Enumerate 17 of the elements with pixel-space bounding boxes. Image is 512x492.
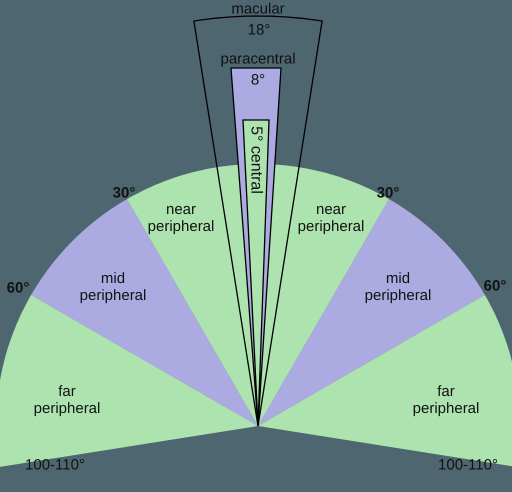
angle-label: 30° [376,184,400,202]
angle-label: 18° [248,22,270,38]
angle-label: 8° [250,72,266,88]
angle-label: 100-110° [438,456,498,474]
region-label: far peripheral [34,383,100,417]
angle-label: 30° [112,184,136,202]
region-label: mid peripheral [80,270,146,304]
region-label: 5° central [248,126,264,194]
angle-label: 60° [484,278,506,294]
angle-label: 60° [6,280,30,296]
angle-label: 100-110° [25,456,85,474]
region-label: near peripheral [148,201,214,235]
region-label: mid peripheral [364,270,432,304]
region-label: macular [231,0,285,18]
region-label: far peripheral [412,383,480,417]
region-label: paracentral [220,50,296,68]
region-label: near peripheral [298,201,364,235]
